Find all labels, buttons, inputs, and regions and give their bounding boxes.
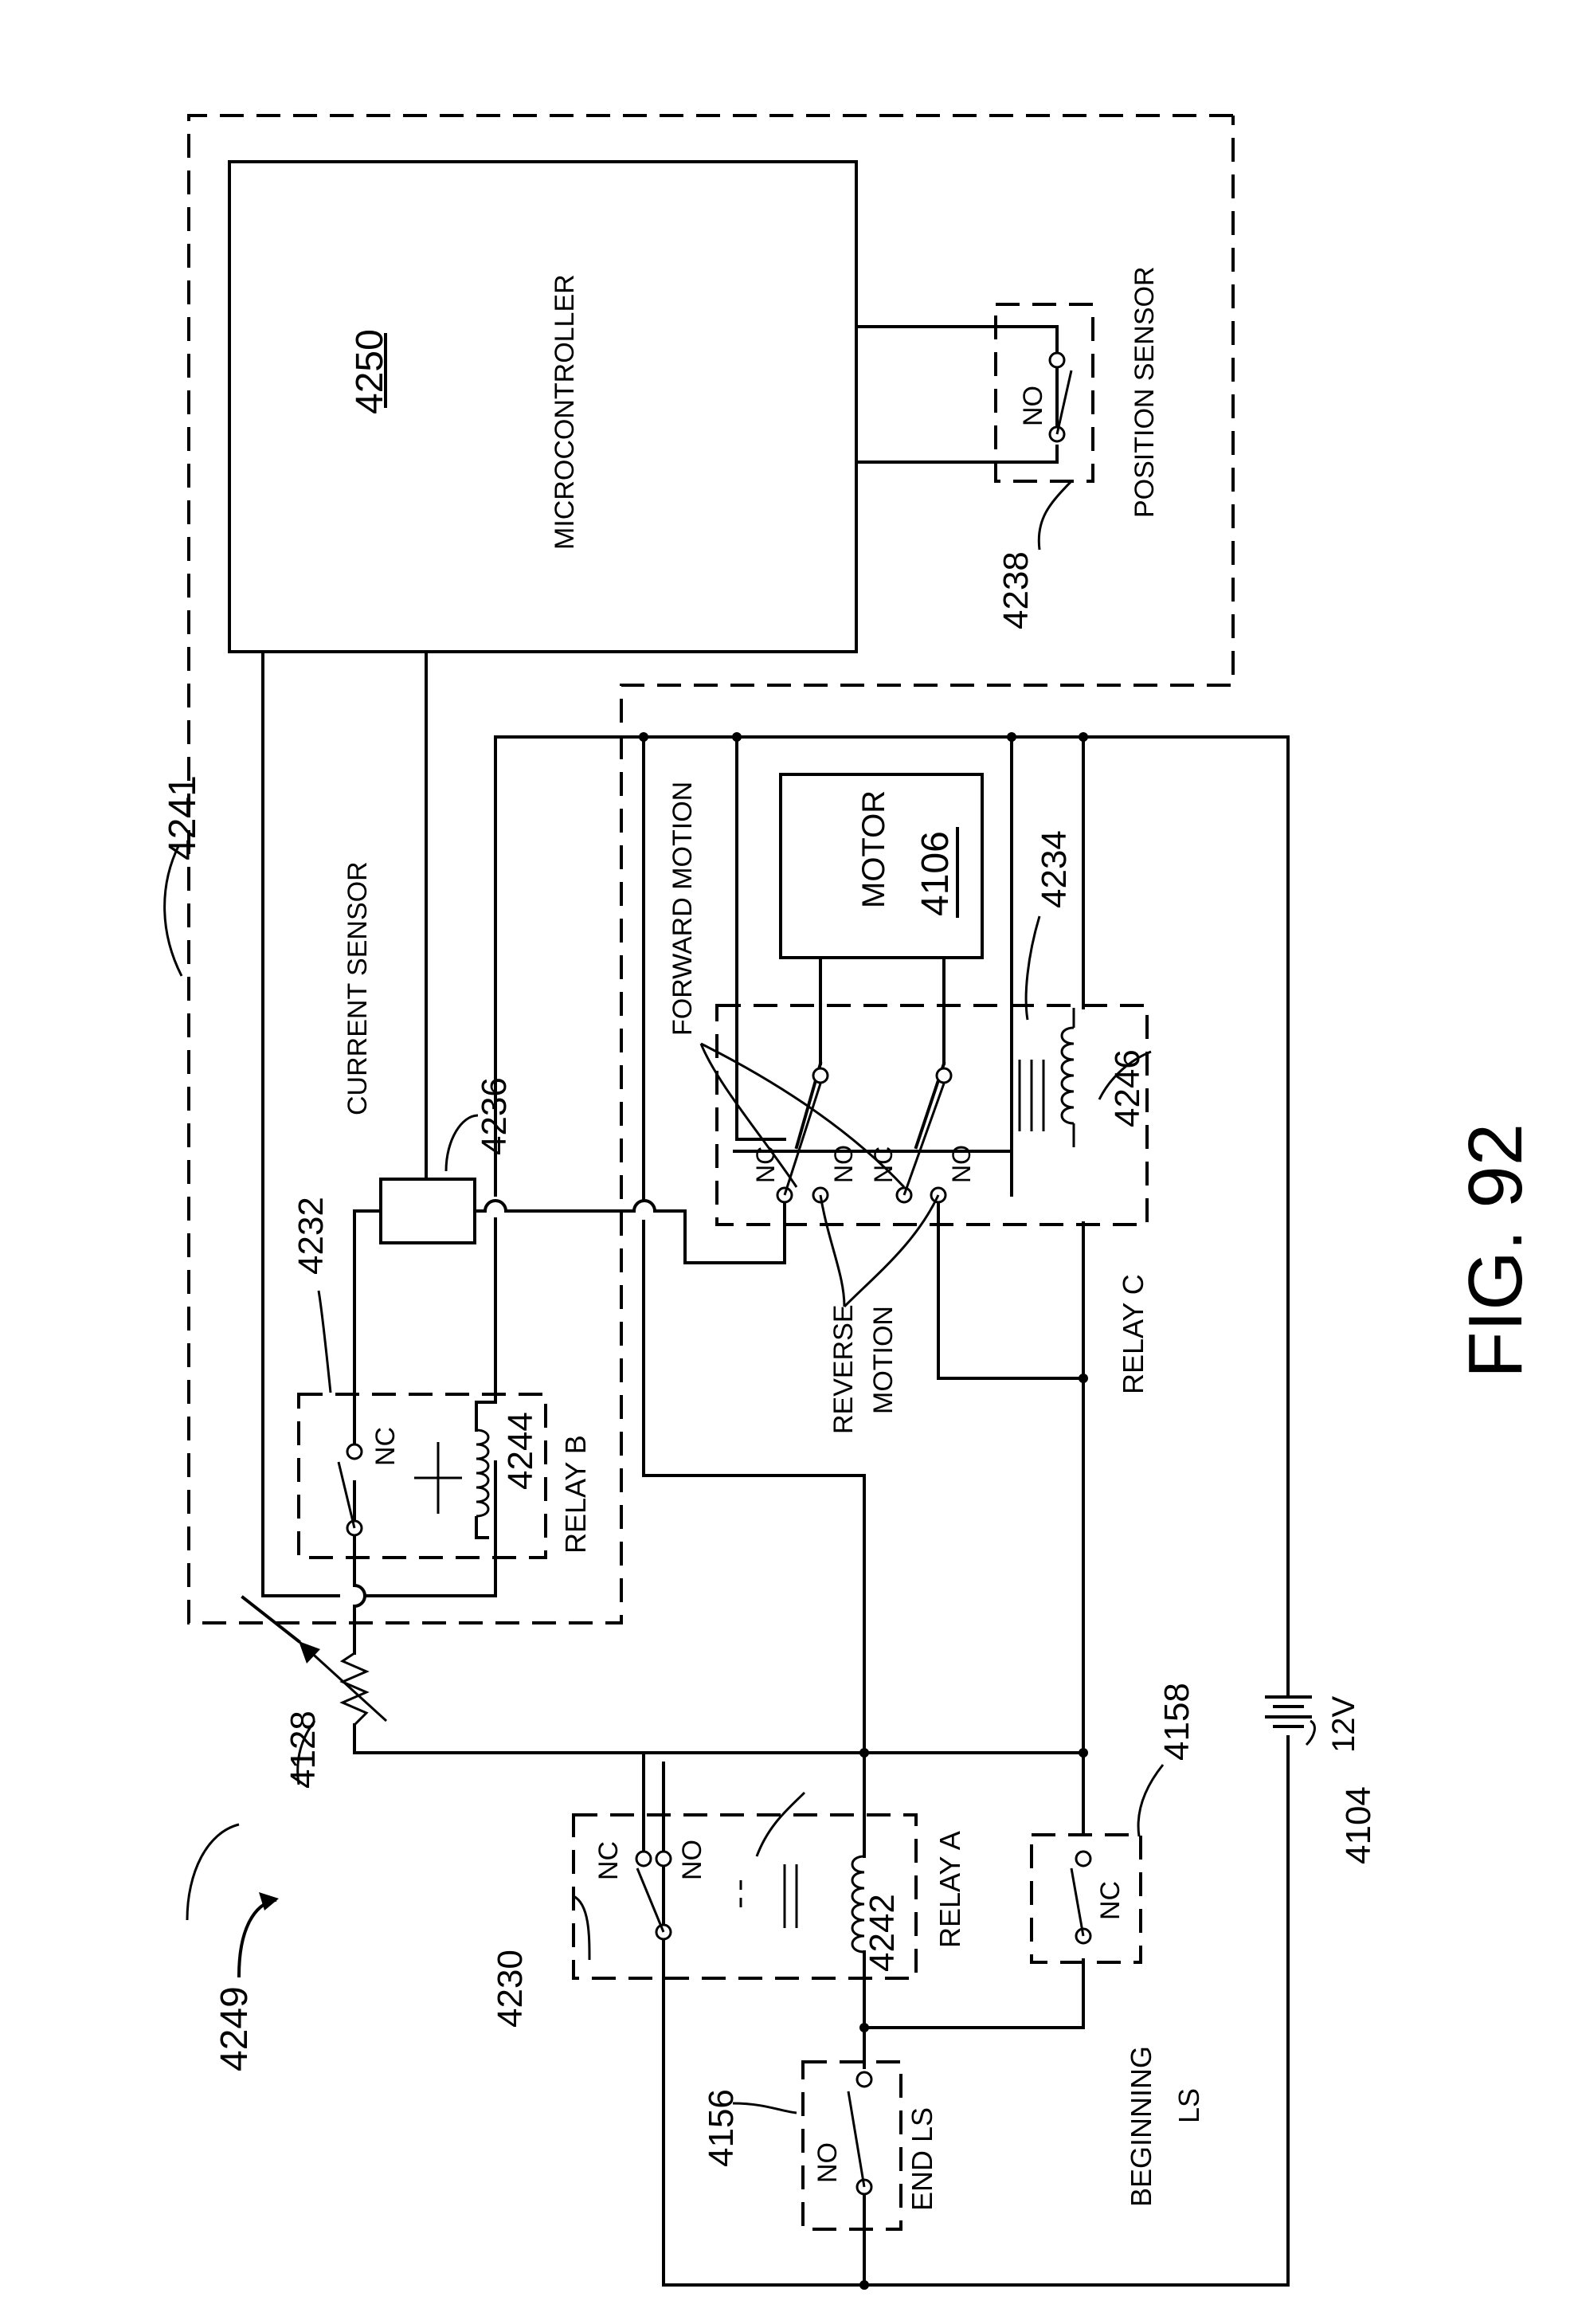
beginning-ls-nc: NC [1095, 1881, 1126, 1920]
relay-c-no1: NO [829, 1145, 858, 1183]
ref-4156: 4156 [702, 2089, 741, 2167]
microcontroller-block [228, 160, 858, 653]
end-ls-box [801, 2060, 902, 2231]
end-ls-label: END LS [906, 2107, 938, 2211]
ref-4232: 4232 [292, 1197, 331, 1275]
current-sensor-block [379, 1178, 476, 1244]
relay-b-nc: NC [370, 1427, 401, 1466]
ref-4242: 4242 [863, 1894, 902, 1972]
reverse-label: REVERSE [828, 1305, 859, 1435]
voltage-12v: 12V [1326, 1696, 1361, 1753]
motion-label: MOTION [868, 1306, 899, 1414]
position-sensor-no: NO [1018, 386, 1048, 426]
end-ls-no: NO [812, 2142, 843, 2183]
control-module-boundary [187, 114, 1235, 1624]
relay-c-label: RELAY C [1117, 1274, 1149, 1394]
ref-4244: 4244 [501, 1412, 540, 1490]
ref-4241: 4241 [162, 775, 204, 860]
ref-4250: 4250 [349, 329, 391, 414]
forward-motion-label: FORWARD MOTION [668, 782, 698, 1036]
relay-b-label: RELAY B [559, 1435, 592, 1554]
motor-block [779, 773, 984, 959]
ref-4230: 4230 [491, 1950, 530, 2028]
relay-c-no2: NO [947, 1145, 976, 1183]
relay-a-label: RELAY A [934, 1831, 966, 1948]
relay-a-nc: NC [593, 1841, 624, 1880]
relay-a-no: NO [677, 1840, 707, 1880]
ref-4249: 4249 [213, 1986, 256, 2071]
relay-c-nc1: NC [751, 1146, 780, 1183]
contacts [297, 351, 1312, 2285]
ref-4234: 4234 [1035, 830, 1074, 908]
junctions [639, 732, 1088, 2290]
text-labels: FIG. 92 4249 4241 4250 MICROCONTROLLER P… [162, 267, 1538, 2212]
wires [261, 325, 1290, 2287]
ref-4158: 4158 [1157, 1683, 1196, 1761]
position-sensor-box [994, 303, 1094, 483]
relay-b-box [297, 1393, 547, 1559]
relay-c-nc2: NC [869, 1146, 898, 1183]
microcontroller-label: MICROCONTROLLER [550, 274, 580, 550]
ref-4238: 4238 [996, 551, 1036, 629]
ref-4128: 4128 [284, 1711, 323, 1789]
position-sensor-label: POSITION SENSOR [1130, 267, 1160, 519]
leader-lines [163, 480, 1316, 2114]
ref-4104: 4104 [1339, 1786, 1378, 1864]
current-sensor-label: CURRENT SENSOR [343, 861, 373, 1115]
figure-label: FIG. 92 [1453, 1123, 1538, 1378]
motor-label: MOTOR [856, 790, 891, 908]
beginning-ls-box [1030, 1833, 1142, 1964]
ls-label: LS [1173, 2088, 1205, 2123]
ref-4236: 4236 [475, 1077, 514, 1155]
ref-4246: 4246 [1108, 1049, 1147, 1127]
beginning-label: BEGINNING [1125, 2046, 1157, 2207]
ref-4106: 4106 [914, 831, 957, 916]
relay-c-box [715, 1004, 1149, 1226]
